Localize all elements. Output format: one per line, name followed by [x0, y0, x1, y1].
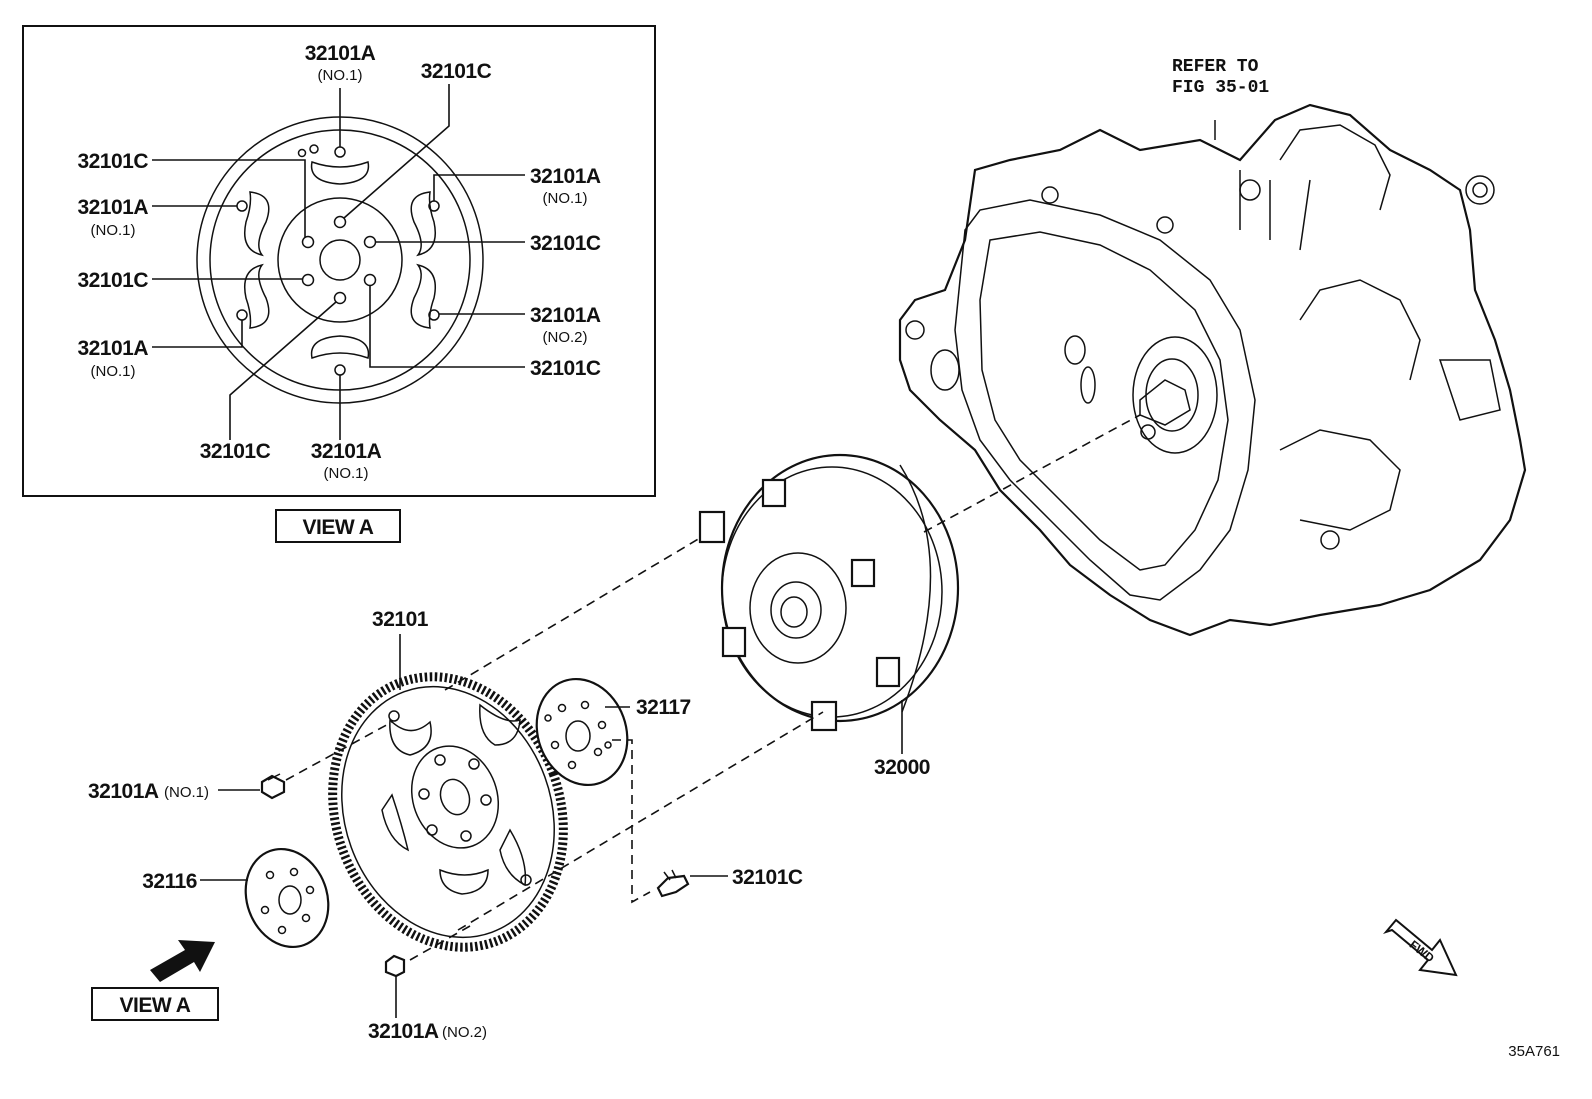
- inset-callout-top-c: 32101C: [421, 60, 492, 83]
- view-a-label: VIEW A: [91, 987, 219, 1021]
- callout-bolt-32101c: 32101C: [732, 866, 803, 889]
- fwd-arrow-icon: FWD: [1382, 918, 1458, 977]
- inset-callout-right-a2: 32101A (NO.2): [530, 304, 601, 346]
- svg-text:(NO.1): (NO.1): [91, 222, 136, 239]
- bolt-32101c: [656, 869, 690, 898]
- callout-plate-32116: 32116: [142, 870, 197, 893]
- svg-text:(NO.2): (NO.2): [442, 1024, 487, 1041]
- bolt-32101a-no2: [384, 954, 406, 978]
- svg-text:32101A: 32101A: [311, 440, 382, 463]
- svg-text:32101A: 32101A: [88, 780, 159, 803]
- svg-text:(NO.1): (NO.1): [543, 190, 588, 207]
- svg-text:(NO.1): (NO.1): [91, 363, 136, 380]
- inset-callout-right-c2: 32101C: [530, 357, 601, 380]
- inset-callout-bottom-c: 32101C: [200, 440, 271, 463]
- plate-32116: [244, 847, 330, 949]
- refer-to-note: REFER TO FIG 35-01: [1172, 57, 1269, 98]
- svg-text:32101A: 32101A: [77, 337, 148, 360]
- svg-text:32101A: 32101A: [305, 42, 376, 65]
- svg-text:(NO.1): (NO.1): [324, 465, 369, 482]
- svg-text:32101A: 32101A: [530, 304, 601, 327]
- inset-callout-right-c1: 32101C: [530, 232, 601, 255]
- inset-callout-right-a1: 32101A (NO.1): [530, 165, 601, 207]
- inset-callout-left-a1: 32101A (NO.1): [77, 196, 148, 239]
- svg-text:VIEW A: VIEW A: [303, 516, 374, 539]
- svg-text:(NO.1): (NO.1): [164, 784, 209, 801]
- callout-plate-32117: 32117: [636, 696, 691, 719]
- callout-flywheel: 32101: [372, 608, 429, 631]
- plate-32117: [535, 677, 629, 787]
- callout-bolt-32101a-no2: 32101A (NO.2): [368, 1020, 487, 1043]
- svg-text:32101A: 32101A: [368, 1020, 439, 1043]
- inset-callout-top-a: 32101A (NO.1): [305, 42, 376, 84]
- figure-code: 35A761: [1508, 1043, 1560, 1060]
- svg-text:FIG 35-01: FIG 35-01: [1172, 78, 1269, 98]
- bolt-32101a-no1: [260, 773, 286, 800]
- main-leader-lines: [200, 634, 903, 1018]
- callout-bolt-32101a-no1: 32101A (NO.1): [88, 780, 209, 803]
- svg-text:(NO.1): (NO.1): [318, 67, 363, 84]
- view-a-inset: 32101A (NO.1) 32101C 32101C 32101A (NO.1…: [22, 25, 656, 497]
- view-direction-arrow-icon: [150, 940, 215, 982]
- svg-text:32101A: 32101A: [77, 196, 148, 219]
- transaxle-assembly: [898, 103, 1527, 637]
- inset-leader-lines: [152, 84, 525, 440]
- svg-text:REFER TO: REFER TO: [1172, 57, 1259, 77]
- flywheel: [328, 672, 568, 952]
- inset-callout-bottom-a: 32101A (NO.1): [311, 440, 382, 482]
- callout-torque-converter: 32000: [874, 756, 930, 779]
- view-a-title: VIEW A: [275, 509, 401, 543]
- inset-callout-left-c2: 32101C: [77, 269, 148, 292]
- inset-callout-left-c1: 32101C: [77, 150, 148, 173]
- svg-text:(NO.2): (NO.2): [543, 329, 588, 346]
- svg-text:32101A: 32101A: [530, 165, 601, 188]
- assembly-lines: [285, 414, 1141, 961]
- inset-callout-left-a2: 32101A (NO.1): [77, 337, 148, 380]
- svg-text:VIEW A: VIEW A: [120, 994, 191, 1017]
- torque-converter: [698, 453, 960, 732]
